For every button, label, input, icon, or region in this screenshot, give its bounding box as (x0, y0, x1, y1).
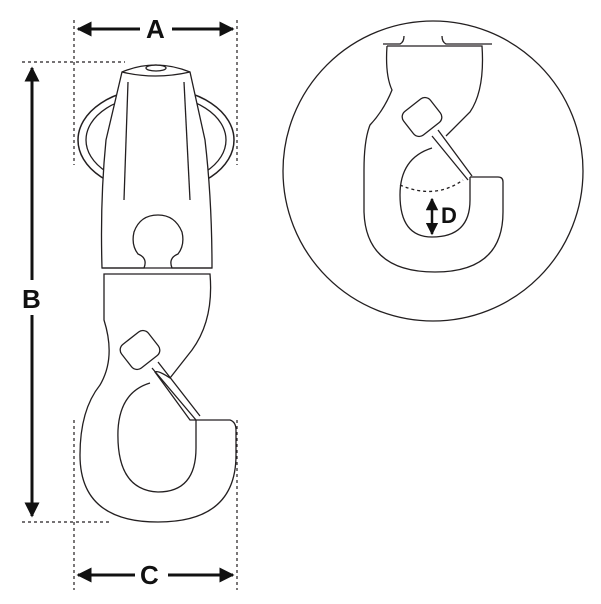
gate-latch (119, 329, 161, 371)
dimension-label-d: D (441, 203, 457, 228)
extension-lines (22, 20, 238, 590)
swivel-body (100, 64, 213, 269)
detail-hook (363, 35, 504, 273)
dimension-label-c: C (140, 560, 159, 590)
dimension-label-a: A (146, 14, 165, 44)
detail-circle (282, 20, 584, 322)
dimension-label-b: B (22, 284, 41, 314)
hook-eye (117, 382, 197, 493)
hook (79, 273, 237, 523)
